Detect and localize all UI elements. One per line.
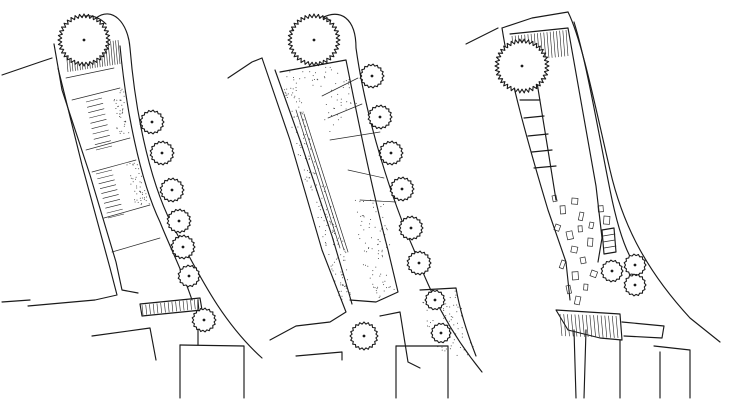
tree-icon — [494, 38, 550, 94]
tree-icon — [367, 104, 393, 130]
tree-icon — [359, 63, 385, 89]
tree-icon — [149, 140, 175, 166]
tree-icon — [139, 109, 165, 135]
tree-icon — [349, 321, 379, 351]
tree-icon — [287, 13, 341, 67]
tree-icon — [623, 253, 647, 277]
tree-icon — [57, 13, 111, 67]
tree-icon — [191, 307, 217, 333]
trees — [57, 13, 647, 351]
tree-icon — [424, 289, 446, 311]
site-plan-left — [1, 13, 263, 399]
tree-icon — [159, 177, 185, 203]
tree-icon — [406, 250, 432, 276]
tree-icon — [170, 234, 196, 260]
tree-icon — [430, 322, 452, 344]
tree-icon — [398, 215, 424, 241]
tree-icon — [166, 208, 192, 234]
tree-icon — [378, 140, 404, 166]
tree-icon — [177, 264, 201, 288]
tree-icon — [600, 259, 624, 283]
tree-icon — [389, 176, 415, 202]
tree-icon — [623, 273, 647, 297]
site-plan-middle — [227, 13, 483, 399]
